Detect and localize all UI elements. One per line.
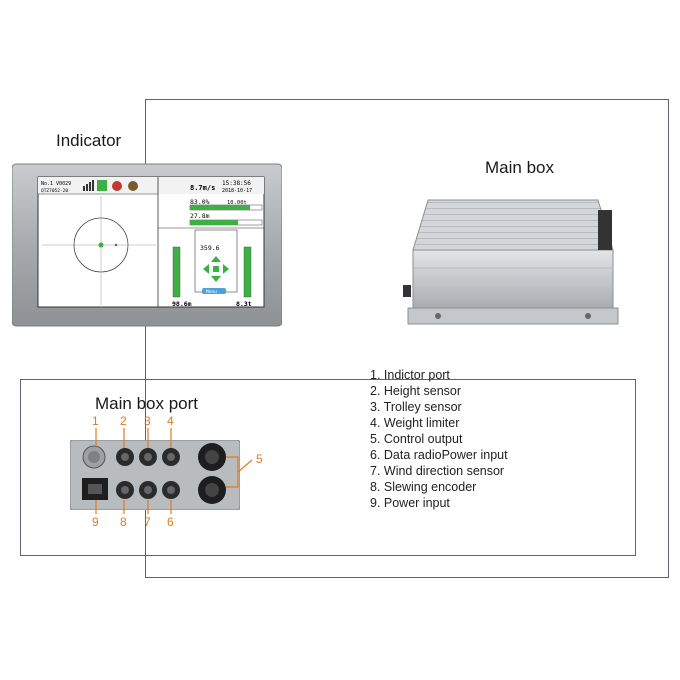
port-item-8: 8. Slewing encoder xyxy=(370,480,477,494)
port-item-9: 9. Power input xyxy=(370,496,450,510)
port-item-2: 2. Height sensor xyxy=(370,384,462,398)
main-box-frame xyxy=(145,99,669,578)
screen-model-sub: QTZ7052-20 xyxy=(41,188,68,194)
screen-radius: 27.8m xyxy=(190,212,210,220)
port-item-5: 5. Control output xyxy=(370,432,463,446)
port-number-5: 5 xyxy=(256,452,263,466)
indicator-label: Indicator xyxy=(56,131,122,150)
port-number-6: 6 xyxy=(167,515,174,529)
screen-max-load: 10.00t xyxy=(227,200,247,206)
port-number-9: 9 xyxy=(92,515,99,529)
screen-load: 83.0% xyxy=(190,198,210,206)
port-item-7: 7. Wind direction sensor xyxy=(370,464,505,478)
screen-weight: 8.3t xyxy=(236,300,252,308)
screen-model: No.1 V0029 xyxy=(41,181,71,187)
port-item-3: 3. Trolley sensor xyxy=(370,400,462,414)
port-frame xyxy=(20,379,636,556)
port-number-2: 2 xyxy=(120,414,127,428)
main-box-device xyxy=(403,199,619,325)
screen-height: 98.6m xyxy=(172,300,192,308)
main-box-port-label: Main box port xyxy=(95,394,198,413)
screen-wind: 8.7m/s xyxy=(190,184,215,192)
port-number-4: 4 xyxy=(167,414,174,428)
port-number-7: 7 xyxy=(144,515,151,529)
screen-menu: Menu xyxy=(206,289,217,295)
port-item-1: 1. Indictor port xyxy=(370,368,450,382)
indicator-device: No.1 V0029 QTZ7052-20 15:38:56 2018-10-1… xyxy=(12,163,282,327)
screen-angle: 359.6 xyxy=(200,244,220,252)
port-list: 1. Indictor port 2. Height sensor 3. Tro… xyxy=(370,367,508,511)
main-box-label: Main box xyxy=(485,158,554,177)
port-item-4: 4. Weight limiter xyxy=(370,416,460,430)
port-panel-device xyxy=(70,440,240,510)
screen-time: 15:38:56 xyxy=(222,180,251,187)
port-item-6: 6. Data radioPower input xyxy=(370,448,508,462)
port-number-3: 3 xyxy=(144,414,151,428)
screen-date: 2018-10-17 xyxy=(222,188,252,194)
port-number-1: 1 xyxy=(92,414,99,428)
port-number-8: 8 xyxy=(120,515,127,529)
